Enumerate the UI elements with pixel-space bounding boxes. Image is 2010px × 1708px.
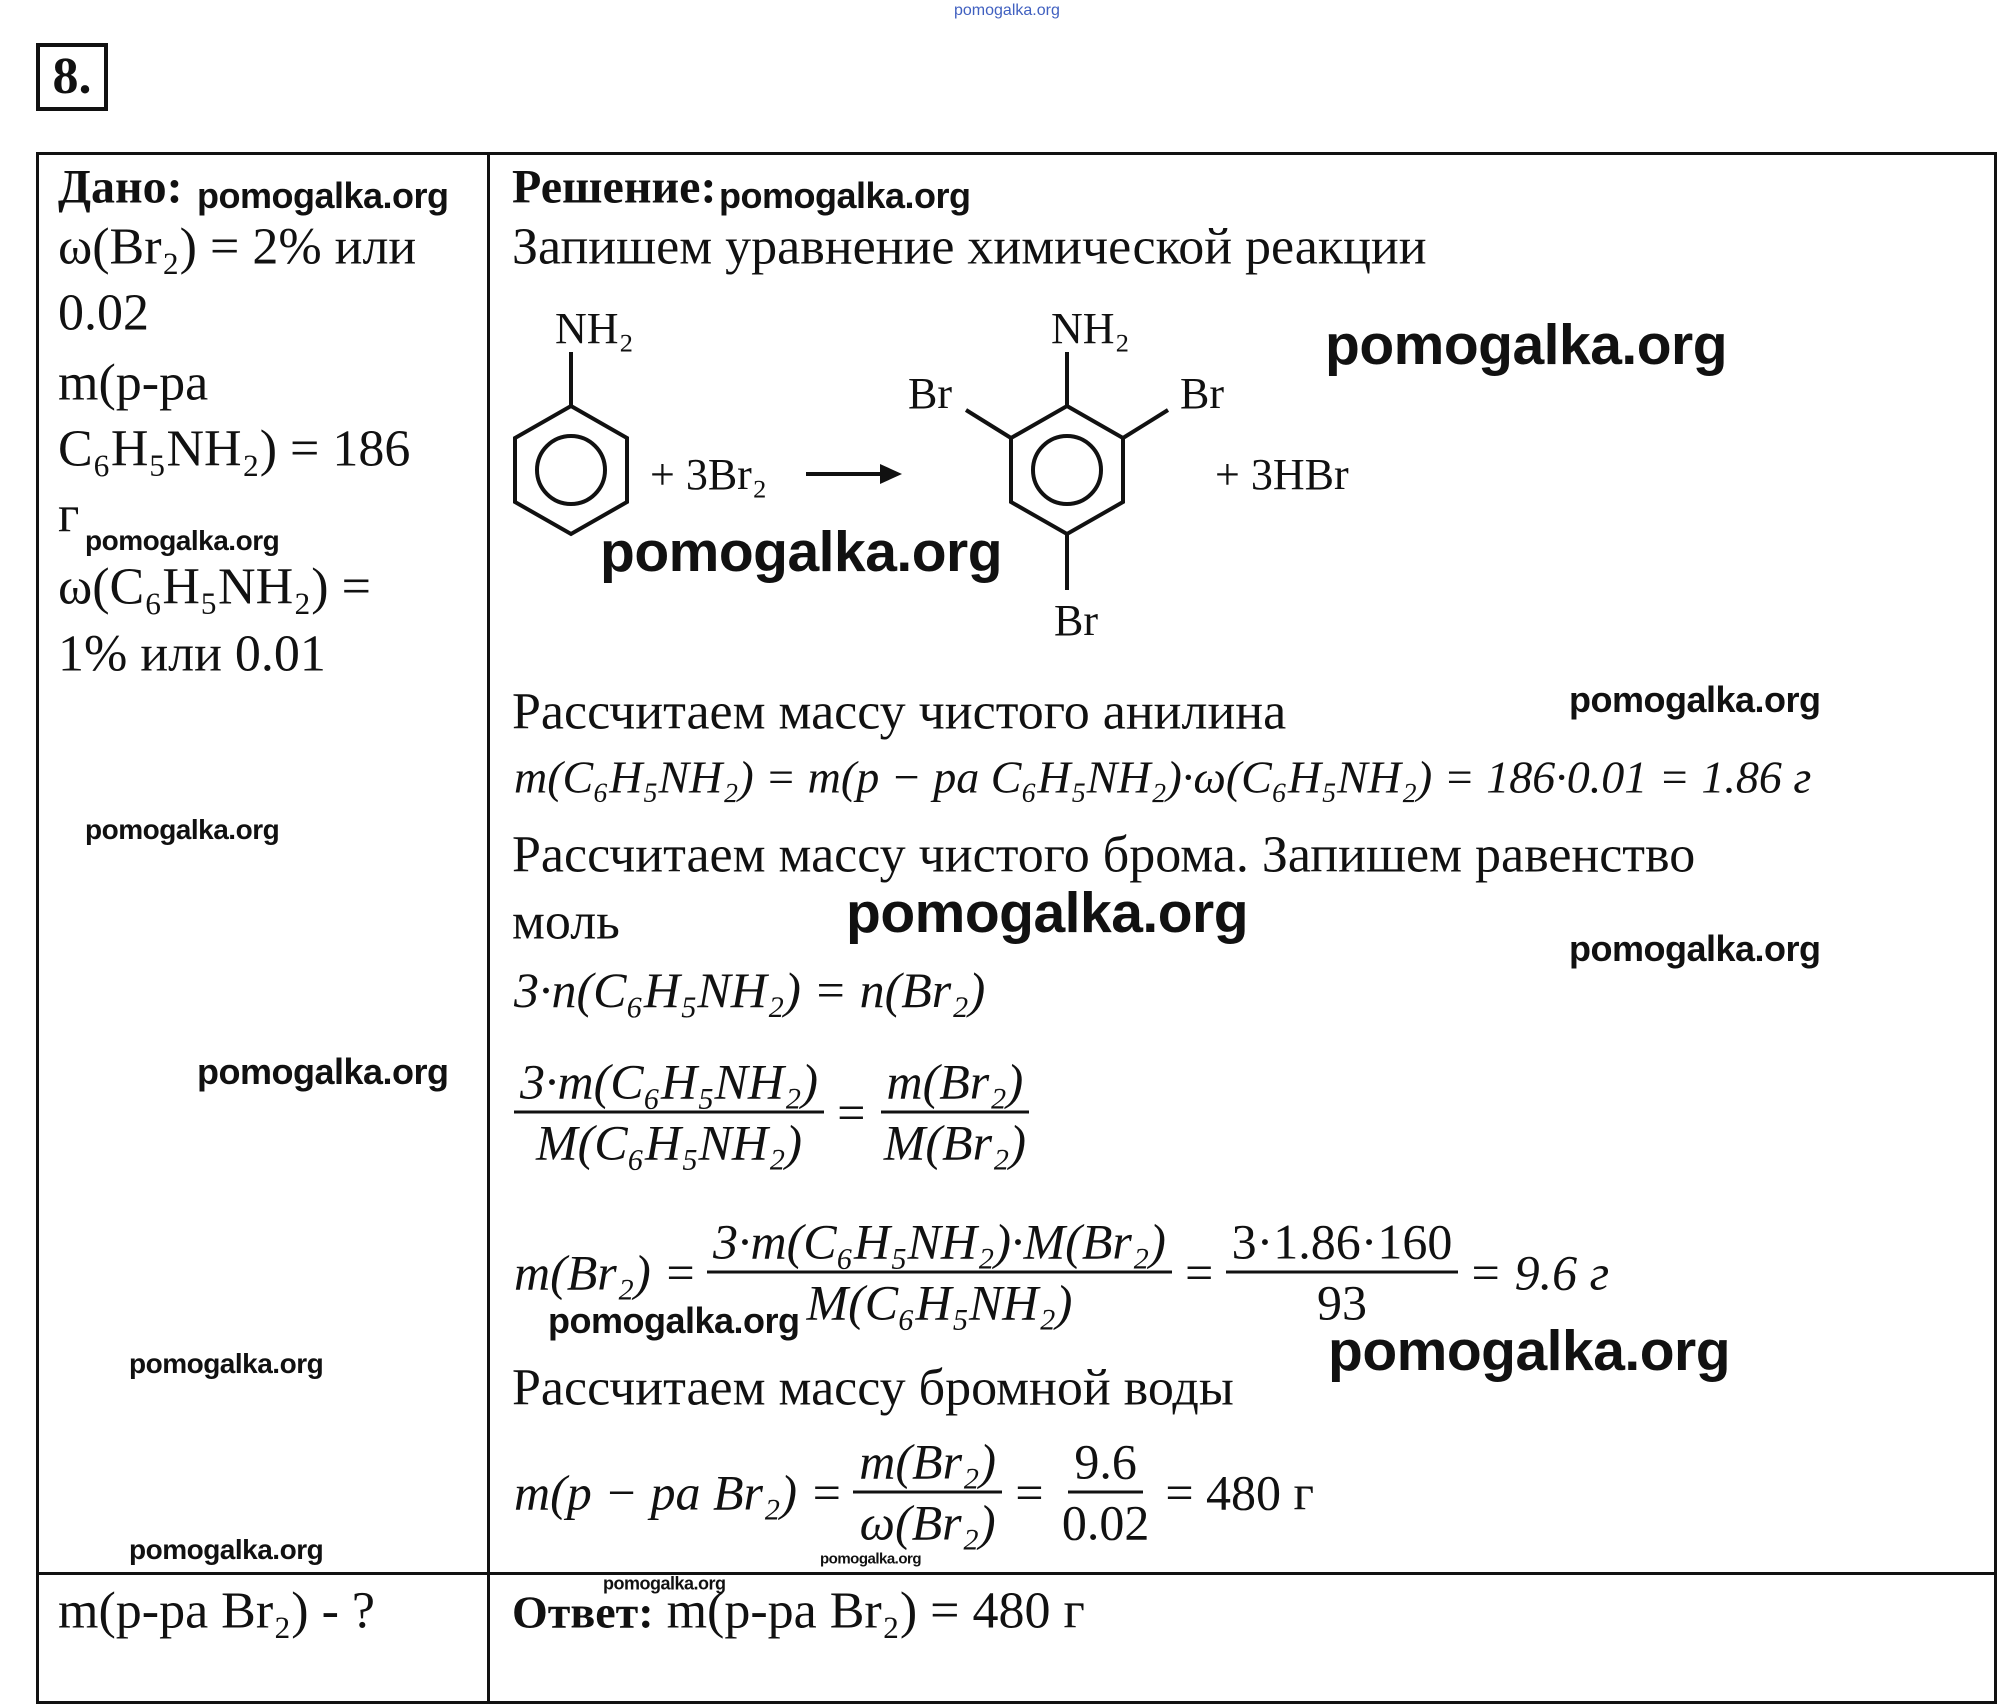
answer-value: m(р-ра Br₂) = 480 г [666, 1582, 1085, 1640]
reagent-label: + 3Br₂ [650, 450, 767, 499]
numerator: 3·m(C₆H₅NH₂) [514, 1053, 824, 1114]
lhs: m(Br₂) = [514, 1244, 698, 1300]
watermark: pomogalka.org [197, 175, 449, 216]
watermark: pomogalka.org [603, 1573, 726, 1594]
formula-aniline-mass: m(C₆H₅NH₂) = m(р − ра C₆H₅NH₂)·ω(C₆H₅NH₂… [514, 751, 1812, 803]
given-line: 1% или 0.01 [58, 625, 326, 683]
step-bromine-mass-cont: моль [512, 893, 620, 951]
watermark: pomogalka.org [1328, 1319, 1731, 1383]
find-quantity: m(р-ра Br₂) - ? [58, 1582, 376, 1640]
given-line: ω(C₆H₅NH₂) = [58, 558, 371, 616]
watermark: pomogalka.org [1569, 679, 1821, 720]
denominator: ω(Br₂) [859, 1494, 996, 1551]
watermark: pomogalka.org [85, 814, 280, 845]
denominator: 93 [1317, 1274, 1368, 1331]
watermark: pomogalka.org [846, 881, 1249, 945]
watermark-top: pomogalka.org [954, 2, 1060, 19]
watermark: pomogalka.org [1569, 928, 1821, 969]
formula-bromine-mass: m(Br₂) = 3·m(C₆H₅NH₂)·M(Br₂) M(C₆H₅NH₂) … [514, 1213, 1609, 1332]
formula-solution-mass: m(р − ра Br₂) = m(Br₂) ω(Br₂) = 9.6 0.02… [514, 1433, 1314, 1552]
watermark: pomogalka.org [129, 1534, 324, 1565]
fraction: 3·1.86·160 93 [1225, 1213, 1459, 1332]
fraction: 3·m(C₆H₅NH₂) M(C₆H₅NH₂) [514, 1053, 824, 1172]
given-line: C₆H₅NH₂) = 186 [58, 420, 411, 478]
aromatic-circle [535, 434, 607, 506]
equals-sign: = [1012, 1464, 1046, 1520]
numerator: 3·1.86·160 [1225, 1213, 1459, 1274]
lhs: m(р − ра Br₂) = [514, 1464, 844, 1520]
given-heading: Дано: [58, 160, 183, 214]
br-label: Br [1180, 369, 1224, 418]
equals-sign: = [833, 1084, 868, 1140]
tribromoaniline-ring [1009, 403, 1125, 537]
numerator: 3·m(C₆H₅NH₂)·M(Br₂) [707, 1213, 1172, 1274]
column-divider [487, 152, 490, 1704]
denominator: M(C₆H₅NH₂) [806, 1274, 1073, 1331]
watermark: pomogalka.org [548, 1300, 800, 1341]
result: = 480 г [1165, 1464, 1315, 1520]
nh2-label: NH₂ [555, 304, 634, 353]
step-bromine-water-mass: Рассчитаем массу бромной воды [512, 1359, 1234, 1417]
aromatic-circle [1031, 434, 1103, 506]
aniline-ring [513, 403, 629, 537]
given-line: m(р-ра [58, 354, 209, 412]
watermark: pomogalka.org [85, 525, 280, 556]
answer-label: Ответ: [512, 1586, 654, 1638]
watermark: pomogalka.org [820, 1550, 922, 1568]
numerator: 9.6 [1068, 1433, 1143, 1494]
denominator: 0.02 [1061, 1494, 1150, 1551]
given-line: г [58, 486, 80, 544]
watermark: pomogalka.org [600, 520, 1003, 584]
watermark: pomogalka.org [719, 175, 971, 216]
arrow-head-icon [880, 464, 902, 484]
row-divider [36, 1572, 1995, 1575]
fraction: m(Br₂) ω(Br₂) [853, 1433, 1003, 1552]
product-label: + 3HBr [1215, 450, 1349, 499]
formula-ratio: 3·m(C₆H₅NH₂) M(C₆H₅NH₂) = m(Br₂) M(Br₂) [514, 1053, 1032, 1172]
denominator: M(C₆H₅NH₂) [535, 1114, 802, 1171]
numerator: m(Br₂) [880, 1053, 1030, 1114]
nh2-label: NH₂ [1051, 304, 1130, 353]
given-line: 0.02 [58, 284, 149, 342]
step-reaction-equation: Запишем уравнение химической реакции [512, 218, 1427, 276]
watermark: pomogalka.org [197, 1051, 449, 1092]
equals-sign: = [1181, 1244, 1216, 1300]
br-label: Br [1054, 596, 1098, 645]
step-aniline-mass: Рассчитаем массу чистого анилина [512, 683, 1287, 741]
result: = 9.6 г [1468, 1244, 1610, 1300]
fraction: 3·m(C₆H₅NH₂)·M(Br₂) M(C₆H₅NH₂) [707, 1213, 1172, 1332]
fraction: m(Br₂) M(Br₂) [878, 1053, 1032, 1172]
denominator: M(Br₂) [883, 1114, 1027, 1171]
solution-heading: Решение: [512, 160, 717, 214]
br-label: Br [908, 369, 952, 418]
numerator: m(Br₂) [853, 1433, 1003, 1494]
step-bromine-mass: Рассчитаем массу чистого брома. Запишем … [512, 826, 1696, 884]
watermark: pomogalka.org [129, 1348, 324, 1379]
watermark: pomogalka.org [1325, 313, 1728, 377]
formula-mole-equality: 3·n(C₆H₅NH₂) = n(Br₂) [514, 962, 986, 1018]
answer: Ответ: m(р-ра Br₂) = 480 г [512, 1582, 1085, 1641]
solution-table [36, 152, 1997, 1704]
given-line: ω(Br₂) = 2% или [58, 218, 417, 276]
task-number: 8. [36, 43, 108, 111]
fraction: 9.6 0.02 [1056, 1433, 1156, 1552]
